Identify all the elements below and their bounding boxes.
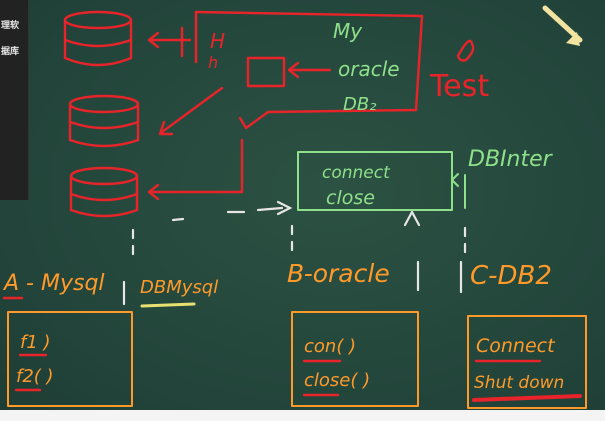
- sidebar-label-bottom: 据库: [1, 47, 20, 57]
- dbmysql-underline: [140, 302, 196, 308]
- c-db2-label: C-DB2: [470, 261, 552, 291]
- a-mysql-label: A - Mysql: [2, 271, 105, 296]
- c-method-2-underline: [472, 394, 582, 402]
- a-mysql-box: [7, 311, 133, 407]
- red-arrow-to-db3: [147, 138, 244, 201]
- c-method-1: Connect: [476, 335, 556, 357]
- c-method-2: Shut down: [474, 373, 564, 393]
- flame-icon: [456, 39, 475, 62]
- b-oracle-box: [291, 311, 419, 407]
- db-cylinder-2: [68, 94, 140, 148]
- db2-top-label: DB₂: [343, 94, 376, 115]
- db-cylinder-1: [63, 10, 133, 67]
- green-arrow-into-interface: [451, 173, 466, 209]
- dashed-arrow-to-interface: [171, 200, 293, 222]
- b-method-2: close( ): [304, 370, 370, 391]
- test-frame: [194, 10, 424, 130]
- corner-arrow-icon: [542, 5, 583, 46]
- b-oracle-label: B-oracle: [287, 259, 390, 288]
- a-method-1: f1 ): [20, 332, 51, 353]
- sidebar-label-top: 理软: [1, 21, 20, 31]
- h-upper-label: H: [210, 29, 225, 53]
- left-sidebar: 理软 据库: [0, 0, 29, 200]
- c-db2-box: [467, 315, 587, 409]
- connect-method: connect: [322, 163, 391, 183]
- b-method-1: con( ): [304, 336, 356, 357]
- close-method: close: [326, 187, 375, 209]
- my-label: My: [333, 19, 363, 43]
- h-lower-label: h: [208, 53, 218, 72]
- dbinter-label: DBInter: [468, 147, 554, 172]
- dbmysql-label: DBMysql: [140, 277, 218, 298]
- inner-red-box: [246, 56, 286, 88]
- red-arrow-to-db2: [158, 86, 224, 136]
- db-cylinder-3: [69, 166, 139, 218]
- interface-up-arrow: [403, 210, 421, 227]
- bottom-white-bar: [0, 410, 605, 421]
- red-arrow-into-box: [287, 61, 332, 79]
- red-arrow-to-db1: [147, 26, 192, 58]
- oracle-label: oracle: [338, 57, 400, 81]
- test-label: Test: [429, 69, 489, 104]
- a-method-2: f2( ): [16, 366, 54, 387]
